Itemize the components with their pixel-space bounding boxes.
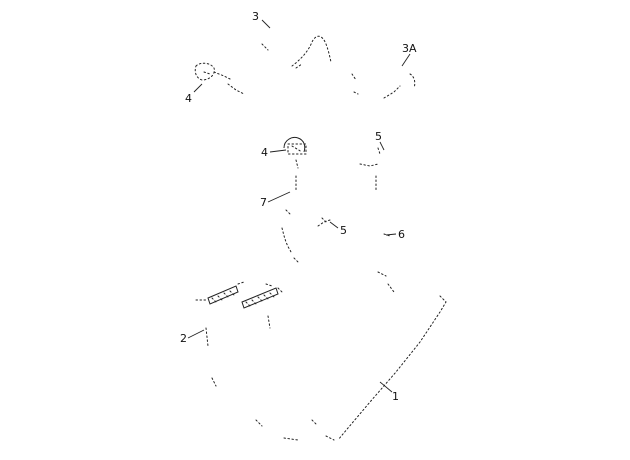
label-5-top: 5: [375, 130, 382, 143]
label-3: 3: [252, 10, 259, 23]
leader-5-top: [379, 141, 385, 151]
label-1: 1: [392, 390, 399, 403]
leader-4-top: [193, 83, 203, 93]
label-4-mid: 4: [261, 146, 268, 159]
leader-5-mid: [329, 221, 339, 229]
leader-7: [267, 191, 291, 203]
part-7-tube: [281, 175, 299, 263]
part-1-base: [211, 295, 447, 441]
part-4-coupling-mid: [283, 137, 307, 169]
part-5-fitting-mid: [317, 217, 331, 227]
leader-4-mid: [269, 149, 287, 153]
part-5-valve-top: [359, 147, 381, 193]
leader-1: [379, 381, 393, 393]
part-6-valve-body: [377, 233, 395, 293]
label-2: 2: [180, 332, 187, 345]
label-4-top: 4: [185, 92, 192, 105]
leader-6: [385, 233, 397, 236]
label-3a: 3A: [402, 42, 417, 55]
label-7: 7: [260, 196, 267, 209]
part-3a-fitting: [351, 73, 416, 99]
part-3-hose: [261, 35, 332, 69]
leader-2: [187, 329, 205, 339]
leader-3: [261, 19, 271, 29]
label-5-mid: 5: [340, 224, 347, 237]
part-4-clamp-top: [194, 62, 245, 95]
leader-3a: [401, 53, 411, 67]
label-6: 6: [398, 228, 405, 241]
part-2-threaded-rods: [195, 281, 283, 347]
